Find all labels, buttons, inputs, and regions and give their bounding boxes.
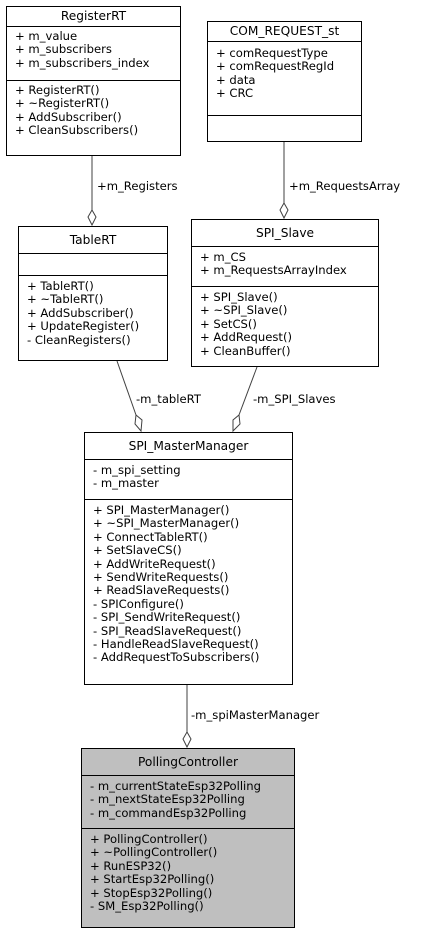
operation: + SetSlaveCS() (93, 543, 182, 558)
operation: + SPI_MasterManager() (93, 503, 230, 517)
operation: + AddSubscriber() (15, 109, 122, 124)
class-registerrt-operations: + RegisterRT() + ~RegisterRT() + AddSubs… (7, 81, 180, 141)
class-com-request-attributes: + comRequestType + comRequestRegId + dat… (208, 42, 361, 116)
attribute: + CRC (216, 86, 254, 101)
operation: + AddWriteRequest() (93, 556, 216, 571)
edge-label-spi-slaves: -m_SPI_Slaves (253, 392, 336, 406)
operation: - AddRequestToSubscribers() (93, 650, 260, 665)
operation: - SPI_SendWriteRequest() (93, 610, 241, 625)
operation: + AddSubscriber() (27, 305, 134, 320)
edge-table-rt-diamond (134, 414, 143, 433)
class-spi-slave-operations: + SPI_Slave() + ~SPI_Slave() + SetCS() +… (192, 287, 378, 361)
operation: + TableRT() (27, 279, 94, 293)
operation: - SM_Esp32Polling() (90, 898, 204, 913)
class-registerrt[interactable]: RegisterRT + m_value + m_subscribers + m… (6, 6, 181, 156)
attribute: + data (216, 72, 256, 87)
class-spi-master-manager[interactable]: SPI_MasterManager - m_spi_setting - m_ma… (84, 432, 293, 685)
edge-label-registers: +m_Registers (97, 179, 178, 193)
class-polling-controller-operations: + PollingController() + ~PollingControll… (82, 829, 294, 916)
attribute: + m_RequestsArrayIndex (200, 263, 347, 278)
class-tablert-attributes (19, 254, 167, 276)
class-registerrt-attributes: + m_value + m_subscribers + m_subscriber… (7, 27, 180, 81)
class-com-request-operations (208, 116, 361, 122)
operation: + ~SPI_Slave() (200, 303, 288, 318)
operation: + PollingController() (90, 832, 208, 846)
operation: + SetCS() (200, 316, 257, 331)
operation: + AddRequest() (200, 330, 292, 345)
attribute: + m_subscribers (15, 42, 112, 57)
attribute: - m_commandEsp32Polling (90, 805, 247, 820)
class-polling-controller-attributes: - m_currentStateEsp32Polling - m_nextSta… (82, 776, 294, 829)
operation: - SPIConfigure() (93, 596, 184, 611)
edge-label-spi-master-manager: -m_spiMasterManager (191, 708, 320, 722)
attribute: - m_master (93, 476, 159, 491)
operation: + ~PollingController() (90, 845, 218, 860)
operation: + ~SPI_MasterManager() (93, 516, 240, 531)
operation: + CleanSubscribers() (15, 123, 139, 138)
operation: + ReadSlaveRequests() (93, 583, 230, 598)
attribute: - m_spi_setting (93, 463, 181, 477)
operation: + CleanBuffer() (200, 343, 291, 358)
class-tablert-operations: + TableRT() + ~TableRT() + AddSubscriber… (19, 276, 167, 350)
operation: - CleanRegisters() (27, 332, 131, 347)
class-tablert-title: TableRT (19, 227, 167, 254)
operation: - HandleReadSlaveRequest() (93, 636, 259, 651)
class-com-request-title: COM_REQUEST_st (208, 22, 361, 42)
edge-registers-diamond (87, 208, 97, 227)
attribute: + m_CS (200, 250, 246, 264)
attribute: + comRequestType (216, 46, 328, 60)
edge-spi-slaves-diamond (232, 414, 241, 433)
class-spi-master-manager-operations: + SPI_MasterManager() + ~SPI_MasterManag… (85, 500, 292, 668)
attribute: + m_value (15, 29, 78, 43)
operation: + ~TableRT() (27, 292, 104, 307)
edge-label-table-rt: -m_tableRT (136, 392, 201, 406)
attribute: - m_currentStateEsp32Polling (90, 779, 261, 793)
operation: + StopEsp32Polling() (90, 885, 213, 900)
edge-requests-array-diamond (279, 201, 289, 220)
class-polling-controller-title: PollingController (82, 749, 294, 776)
operation: - SPI_ReadSlaveRequest() (93, 623, 242, 638)
edge-spi-master-diamond (182, 730, 192, 749)
operation: + StartEsp32Polling() (90, 872, 215, 887)
edge-table-rt-line (116, 360, 137, 416)
attribute: + comRequestRegId (216, 59, 335, 74)
operation: + SPI_Slave() (200, 290, 278, 304)
class-polling-controller[interactable]: PollingController - m_currentStateEsp32P… (81, 748, 295, 928)
class-spi-slave-title: SPI_Slave (192, 220, 378, 247)
class-registerrt-title: RegisterRT (7, 7, 180, 27)
attribute: - m_nextStateEsp32Polling (90, 792, 245, 807)
operation: + SendWriteRequests() (93, 569, 229, 584)
class-spi-slave-attributes: + m_CS + m_RequestsArrayIndex (192, 247, 378, 287)
class-tablert[interactable]: TableRT + TableRT() + ~TableRT() + AddSu… (18, 226, 168, 361)
edge-label-requests-array: +m_RequestsArray (289, 179, 401, 193)
operation: + ConnectTableRT() (93, 529, 208, 544)
class-com-request[interactable]: COM_REQUEST_st + comRequestType + comReq… (207, 21, 362, 142)
class-spi-master-manager-title: SPI_MasterManager (85, 433, 292, 460)
operation: + ~RegisterRT() (15, 96, 110, 111)
operation: + RegisterRT() (15, 83, 100, 97)
edge-spi-slaves-line (238, 366, 258, 416)
operation: + UpdateRegister() (27, 319, 140, 334)
class-spi-slave[interactable]: SPI_Slave + m_CS + m_RequestsArrayIndex … (191, 219, 379, 367)
class-spi-master-manager-attributes: - m_spi_setting - m_master (85, 460, 292, 500)
operation: + RunESP32() (90, 858, 172, 873)
attribute: + m_subscribers_index (15, 55, 150, 70)
